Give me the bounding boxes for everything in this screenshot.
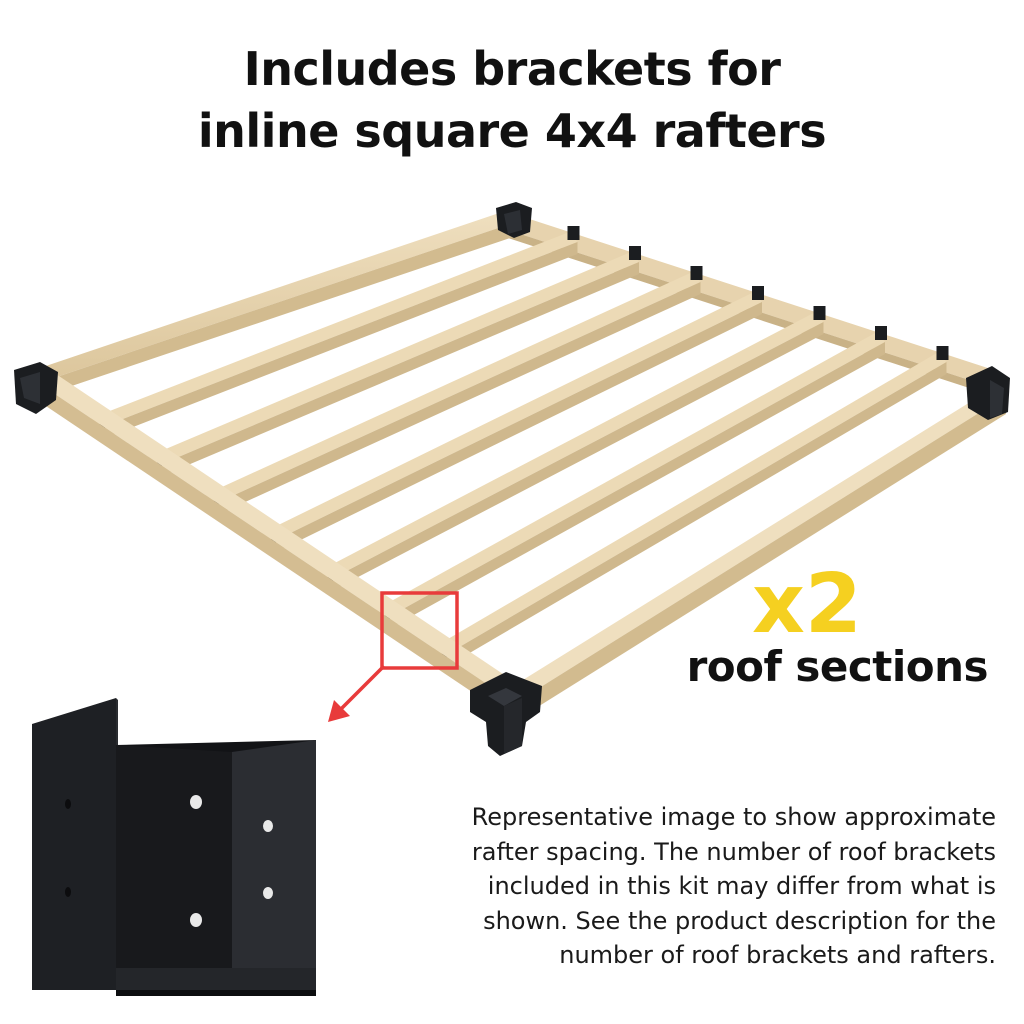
rafter-bracket: [936, 346, 949, 360]
section-multiplier: x2: [752, 557, 862, 652]
corner-bracket-left: [14, 362, 58, 414]
bracket-hole: [190, 913, 202, 927]
headline-line-1: Includes brackets for: [243, 42, 781, 96]
rafter: [91, 232, 578, 429]
bracket-detail: [32, 698, 316, 996]
corner-bracket-front: [470, 672, 542, 756]
rafter: [148, 252, 639, 467]
disclaimer-line: shown. See the product description for t…: [483, 906, 996, 935]
highlight-callout: [328, 591, 459, 722]
bracket-hole: [263, 820, 273, 832]
rafter-side: [441, 362, 947, 670]
rafter: [205, 272, 701, 505]
rafter-bracket: [690, 266, 703, 280]
bracket-hole: [190, 795, 202, 809]
roof-sections-label: roof sections: [686, 642, 989, 691]
rafters: [91, 226, 949, 670]
rafter-bracket: [567, 226, 580, 240]
rafter-side: [384, 342, 885, 632]
rafter: [262, 292, 762, 543]
disclaimer-line: Representative image to show approximate: [471, 803, 996, 831]
right-beam: [510, 386, 1006, 718]
disclaimer-line: number of roof brackets and rafters.: [559, 941, 996, 969]
rafter: [433, 352, 947, 658]
left-beam: [34, 210, 516, 396]
corner-bracket-right: [966, 366, 1010, 420]
front-beam: [34, 370, 506, 704]
rafter-bracket: [875, 326, 887, 340]
rafter-side: [213, 282, 701, 517]
bracket-hole: [65, 887, 71, 897]
rafter-side: [99, 242, 578, 441]
rafter-bracket: [813, 306, 826, 320]
headline-line-2: inline square 4x4 rafters: [197, 104, 827, 158]
rafter-bracket: [629, 246, 641, 260]
headline: Includes brackets for inline square 4x4 …: [0, 38, 1024, 162]
rafter-side: [327, 322, 824, 594]
corner-bracket-top: [496, 202, 532, 238]
bracket-hole: [263, 887, 273, 899]
rafter-side: [156, 262, 639, 479]
rafter: [376, 332, 885, 620]
disclaimer-line: rafter spacing. The number of roof brack…: [471, 837, 996, 866]
disclaimer-text: Representative image to show approximate…: [376, 800, 996, 973]
rafter-side: [270, 302, 762, 555]
bracket-hole: [65, 799, 71, 809]
disclaimer-line: included in this kit may differ from wha…: [487, 872, 996, 900]
rafter-bracket: [752, 286, 764, 300]
rafter: [319, 312, 824, 582]
